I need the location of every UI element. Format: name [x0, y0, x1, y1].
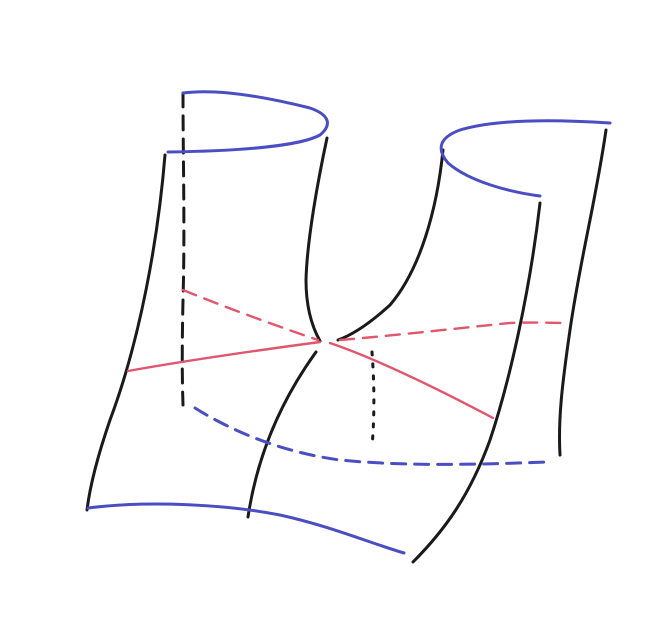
cross-section-hidden-left — [181, 288, 320, 342]
right-neck-rim — [439, 119, 612, 198]
left-neck-rim — [166, 90, 329, 154]
boundary-curves — [86, 90, 612, 555]
cross-section-curves — [126, 288, 570, 420]
outline-strokes — [85, 91, 608, 564]
front-ruling — [246, 350, 318, 519]
cross-section-front-left — [126, 340, 322, 373]
cross-section-hidden-right — [338, 321, 570, 342]
bottom-front-boundary — [86, 502, 406, 555]
left-outer-edge — [85, 153, 167, 512]
bottom-hidden-boundary — [193, 406, 548, 466]
right-back-edge — [557, 128, 608, 457]
left-hidden-edge — [180, 91, 186, 407]
right-front-edge — [411, 201, 542, 564]
right-neck-inner-curve — [336, 148, 445, 342]
left-neck-inner-curve — [304, 136, 329, 343]
cross-section-front-right — [328, 341, 495, 420]
hidden-center-ruling — [370, 350, 376, 449]
